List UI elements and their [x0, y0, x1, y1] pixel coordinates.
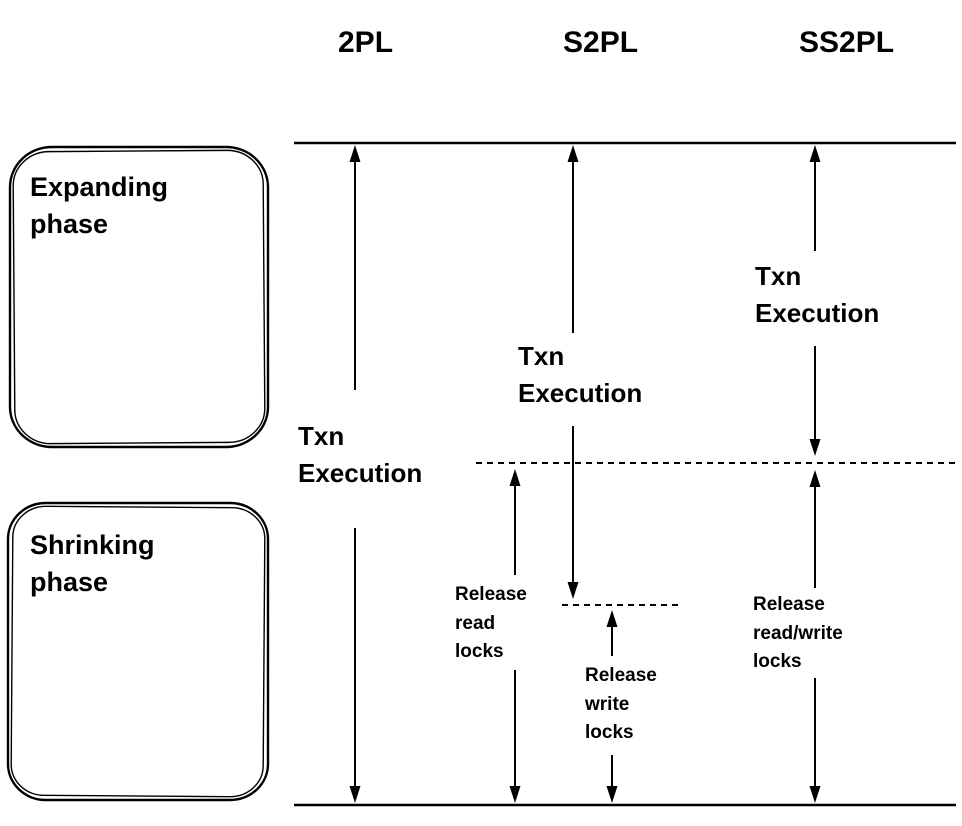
shrinking-phase-box	[6, 501, 270, 802]
expanding-phase-box	[8, 145, 270, 449]
arrow-ss2pl-to-release-point-down	[809, 346, 821, 456]
arrow-s2pl-to-write-release-down	[567, 426, 579, 599]
shrinking-phase-label: Shrinking phase	[30, 530, 155, 598]
column-header-ss2pl: SS2PL	[799, 26, 895, 59]
arrow-ss2pl-expanding-up	[809, 145, 821, 251]
arrow-s2pl-write-release-down	[606, 755, 618, 803]
txn-execution-label-s2pl: Txn Execution	[518, 341, 643, 408]
txn-execution-label-ss2pl: Txn Execution	[755, 261, 880, 328]
release-write-locks-label: Release write locks	[585, 665, 657, 743]
arrow-s2pl-read-release-up	[509, 469, 521, 575]
arrow-2pl-expanding-up	[349, 145, 361, 390]
arrow-s2pl-read-release-down	[509, 670, 521, 803]
arrow-ss2pl-release-up	[809, 470, 821, 588]
release-read-locks-label: Release read locks	[455, 584, 527, 662]
column-header-s2pl: S2PL	[563, 26, 639, 59]
arrow-2pl-shrinking-down	[349, 528, 361, 803]
txn-execution-label-2pl: Txn Execution	[298, 421, 423, 488]
arrow-s2pl-write-release-up	[606, 610, 618, 656]
arrow-ss2pl-shrinking-down	[809, 678, 821, 803]
arrow-s2pl-expanding-up	[567, 145, 579, 333]
column-header-2pl: 2PL	[338, 26, 394, 59]
release-read-write-locks-label: Release read/write locks	[753, 594, 843, 672]
expanding-phase-label: Expanding phase	[30, 172, 169, 240]
